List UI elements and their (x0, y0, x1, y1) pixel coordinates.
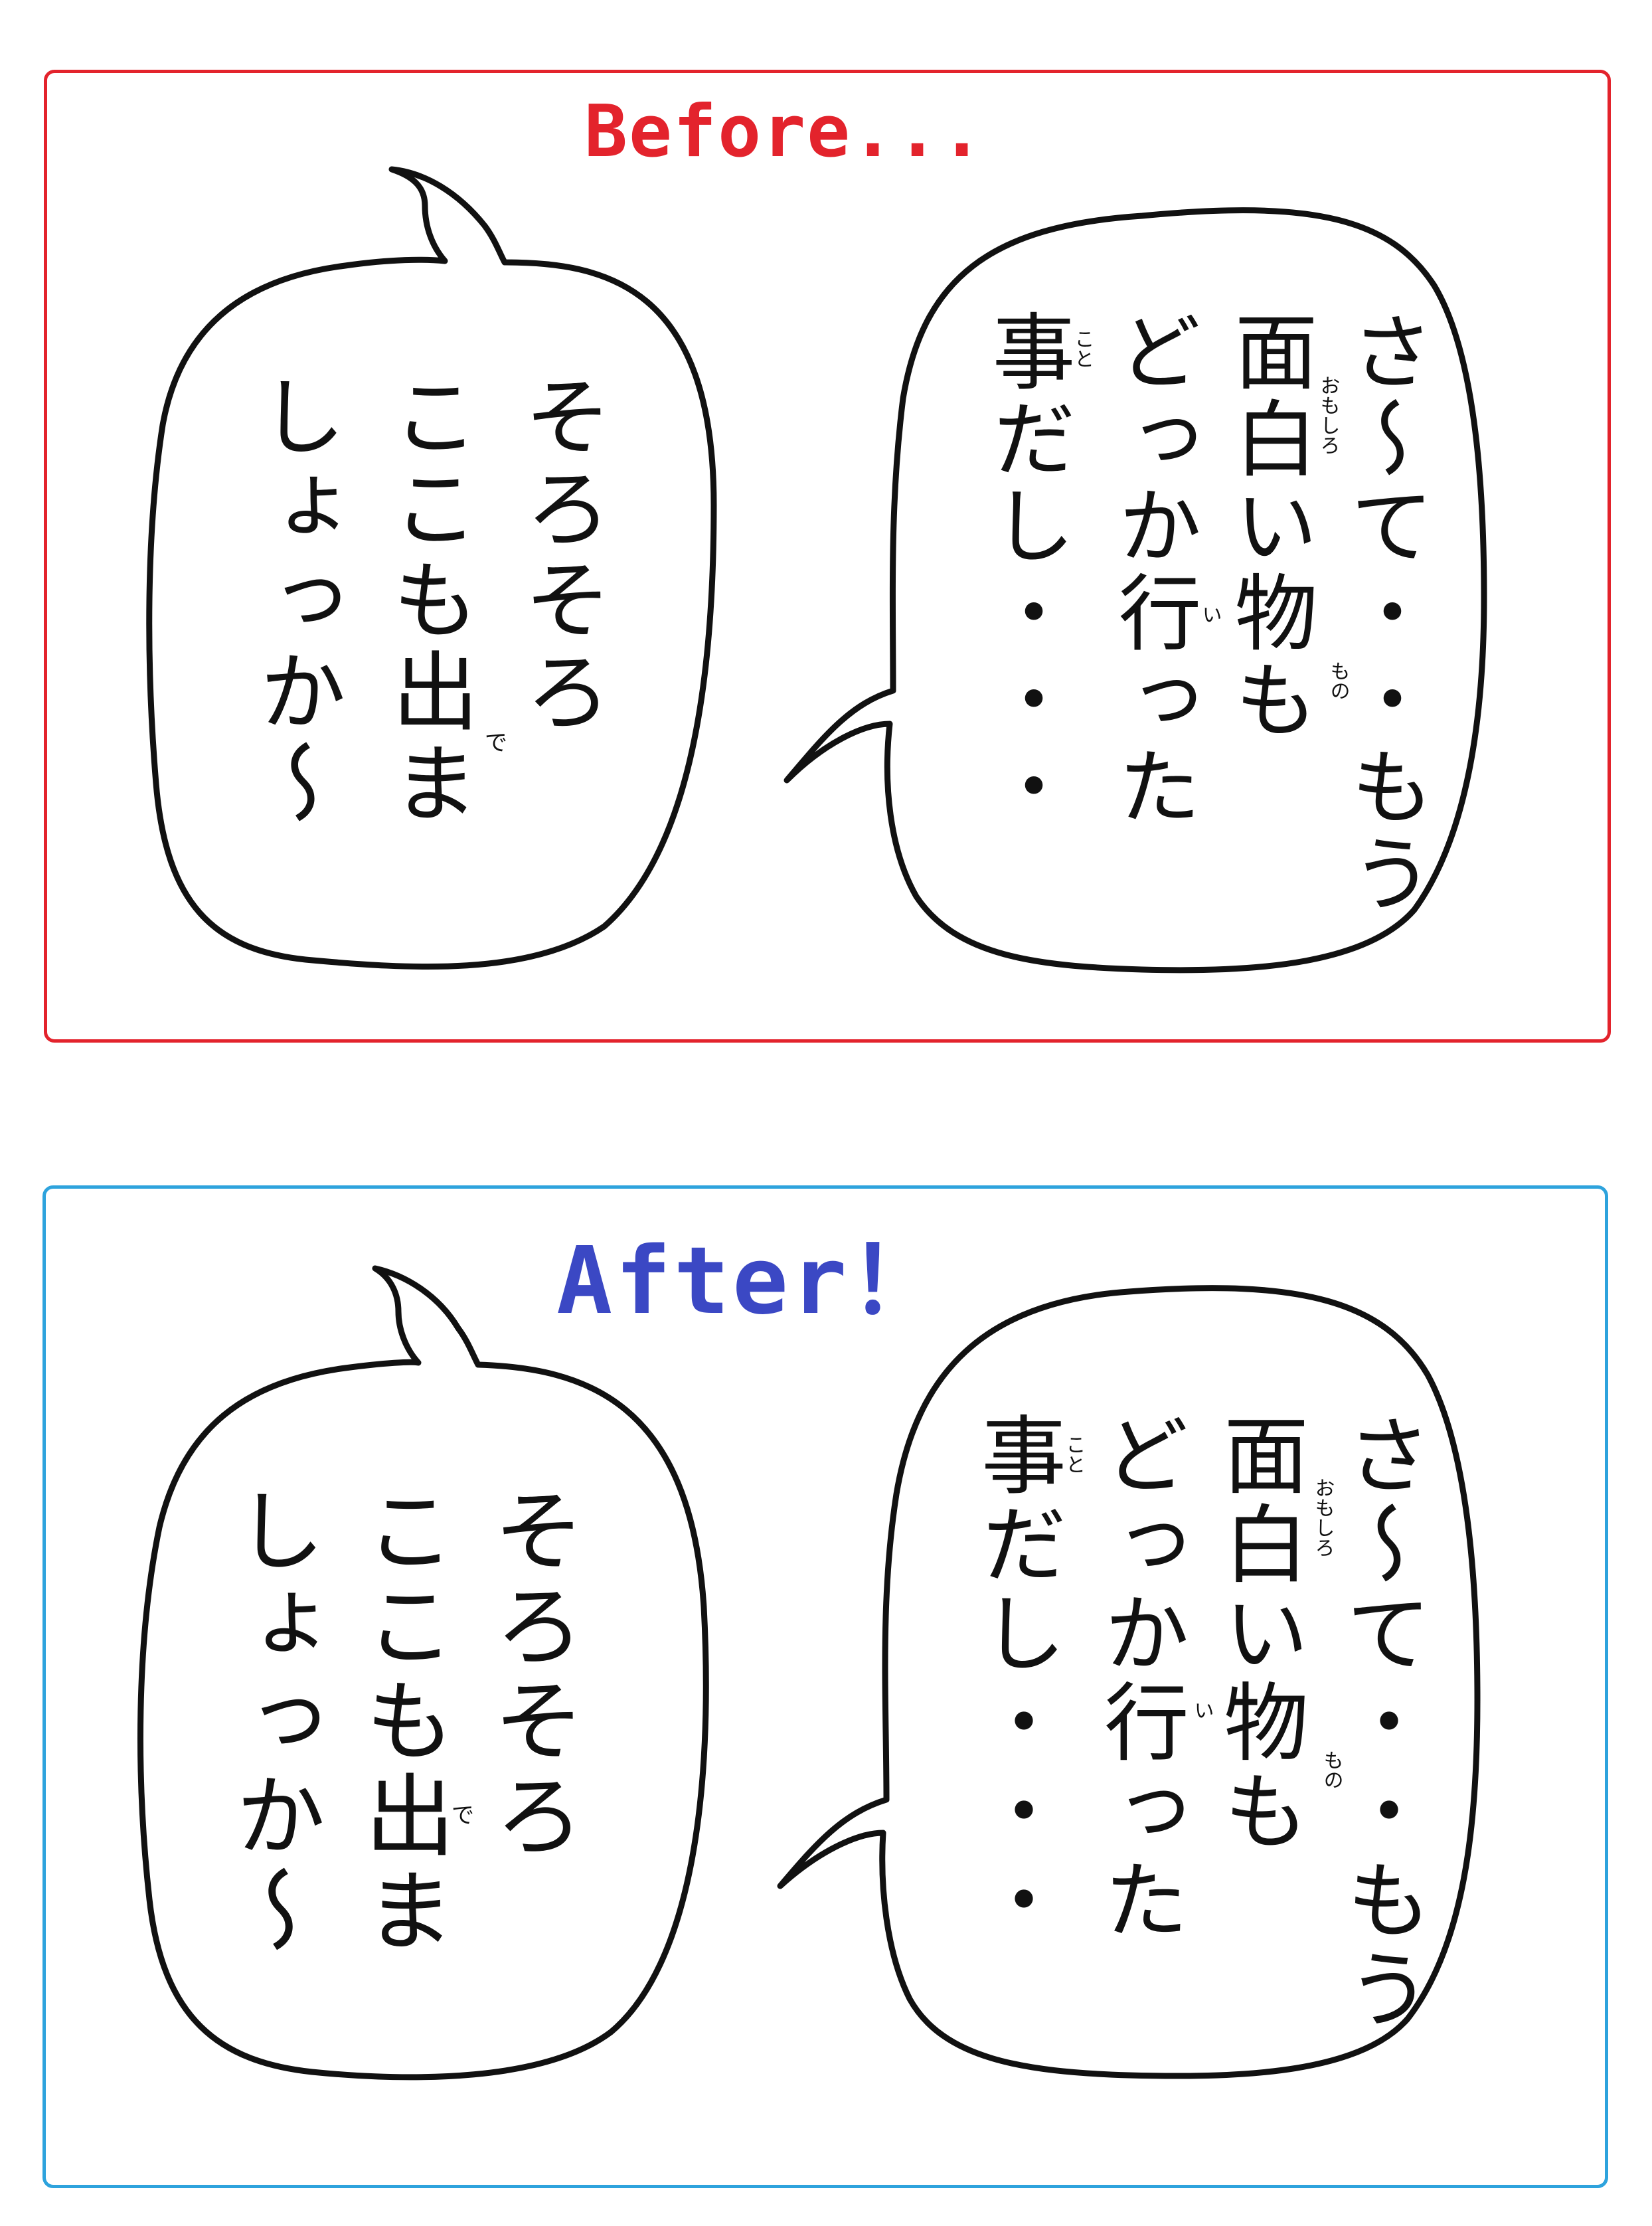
before-right-ruby-koto: こと (1071, 329, 1094, 369)
after-right-ruby-koto: こと (1062, 1434, 1086, 1474)
after-right-col-4: 事だし・・・ (967, 1411, 1066, 1945)
before-right-ruby-mono: もの (1327, 661, 1350, 701)
before-left-col-3: しょっか〜 (245, 372, 346, 830)
after-right-ruby-omoshiro: おもしろ (1311, 1478, 1335, 1557)
after-left-ruby-de: で (452, 1802, 474, 1829)
after-right-col-3: どっか行った (1090, 1411, 1189, 1945)
after-right-ruby-mono: もの (1320, 1750, 1343, 1790)
before-right-col-4: 事だし・・・ (978, 309, 1074, 831)
after-left-col-3: しょっか〜 (220, 1484, 325, 1959)
before-left-bubble-outline (146, 166, 717, 970)
before-title: Before... (584, 90, 985, 173)
before-left-col-2: ここも出ま (378, 372, 479, 830)
after-right-col-1: さ〜て・・もう (1332, 1411, 1431, 2034)
after-left-col-2: ここも出ま (350, 1484, 454, 1959)
after-right-ruby-i: い (1191, 1700, 1214, 1720)
before-left-ruby-de: で (485, 730, 507, 756)
before-right-col-2: 面白い物も (1220, 309, 1317, 744)
before-right-ruby-i: い (1198, 604, 1222, 624)
after-left-bubble-outline (137, 1265, 709, 2081)
after-right-col-2: 面白い物も (1209, 1411, 1308, 1856)
before-right-col-3: どっか行った (1104, 309, 1200, 831)
before-right-ruby-omoshiro: おもしろ (1317, 375, 1340, 455)
after-title: After！ (556, 1227, 946, 1335)
after-left-col-1: そろそろ (479, 1484, 584, 1864)
before-left-col-1: そろそろ (511, 372, 612, 738)
after-right-bubble-outline (777, 1285, 1481, 2079)
before-right-col-1: さ〜て・・もう (1337, 309, 1433, 918)
before-right-bubble-outline (784, 207, 1487, 974)
